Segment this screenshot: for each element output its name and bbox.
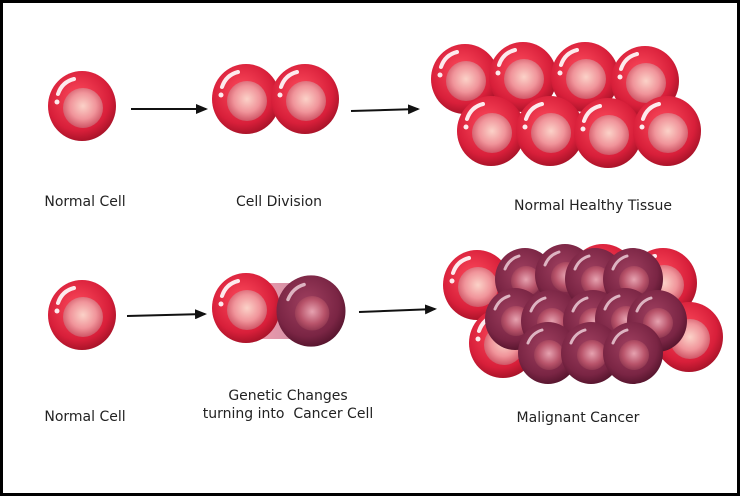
genetic-changes-label: Genetic Changes turning into Cancer Cell xyxy=(173,387,403,423)
dividing-cells xyxy=(210,62,341,136)
genetic-changes-line-2: turning into Cancer Cell xyxy=(202,406,374,422)
normal-tissue-cluster xyxy=(429,40,703,170)
arrow-right xyxy=(358,304,437,315)
malignant-cancer-label: Malignant Cancer xyxy=(516,410,640,426)
normal-cell xyxy=(46,278,118,352)
normal-cell-label-2: Normal Cell xyxy=(44,409,126,425)
normal-cell xyxy=(46,69,118,143)
genetic-changes-line-1: Genetic Changes xyxy=(228,388,348,404)
diagram-frame: Normal Cell Cell Division Normal Healthy… xyxy=(3,3,737,493)
cell-division-label: Cell Division xyxy=(235,194,323,210)
arrow-right xyxy=(350,104,420,115)
normal-healthy-tissue-label: Normal Healthy Tissue xyxy=(514,198,672,214)
mutating-cells xyxy=(210,271,348,349)
malignant-cluster xyxy=(441,242,725,386)
arrow-right xyxy=(126,309,207,320)
normal-cell-label: Normal Cell xyxy=(44,194,126,210)
cell-diagram-art xyxy=(46,40,725,386)
